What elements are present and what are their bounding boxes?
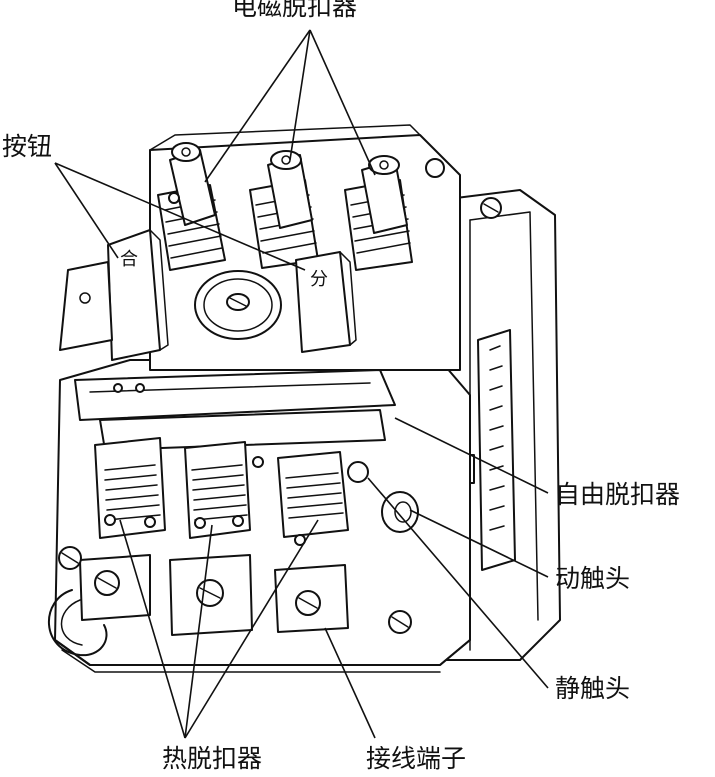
coil-2 xyxy=(249,150,319,269)
open-button[interactable]: 分 xyxy=(295,251,357,353)
label-free-release: 自由脱扣器 xyxy=(555,480,680,509)
coil-3 xyxy=(344,155,413,271)
terminals xyxy=(48,546,412,657)
label-button: 按钮 xyxy=(2,132,52,161)
leader-lines xyxy=(54,29,549,739)
close-button[interactable]: 合 xyxy=(107,229,169,361)
close-button-label: 合 xyxy=(120,249,138,270)
label-thermal-release: 热脱扣器 xyxy=(162,744,262,773)
label-terminal: 接线端子 xyxy=(366,744,466,773)
label-moving-contact: 动触头 xyxy=(555,564,630,593)
moving-contact xyxy=(381,491,419,533)
free-release-bar xyxy=(74,369,396,451)
label-static-contact: 静触头 xyxy=(555,674,630,703)
open-button-label: 分 xyxy=(310,269,328,290)
coil-1 xyxy=(157,142,226,271)
thermal-release-assembly xyxy=(94,437,419,546)
left-bracket xyxy=(59,261,113,351)
label-electromagnetic-release: 电磁脱扣器 xyxy=(232,0,357,21)
